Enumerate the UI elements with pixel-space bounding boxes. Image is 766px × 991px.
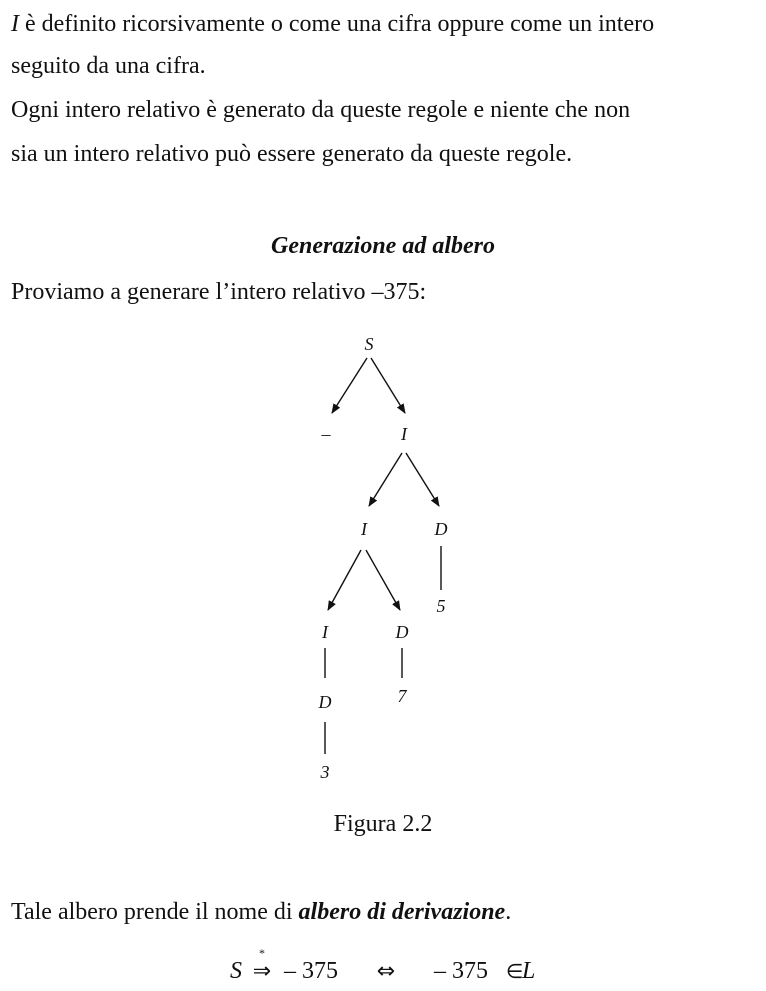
section-heading: Generazione ad albero [271, 233, 495, 259]
formula-member: ∈ [506, 959, 523, 983]
formula-derives-arrow: ⇒ [253, 959, 271, 984]
paragraph2-line2: sia un intero relativo può essere genera… [11, 141, 573, 167]
variable-I: I [11, 11, 19, 37]
derivation-tree-diagram: S – I I D I D 5 7 D 3 [318, 334, 448, 782]
tree-node-I-level2: I [360, 519, 368, 539]
formula-iff: ⇔ [377, 959, 395, 984]
tree-arrow-I-to-D [405, 452, 440, 507]
tree-node-I-level1: I [400, 424, 408, 444]
tree-arrow-I2-to-I3 [327, 549, 362, 611]
tree-node-root-S: S [365, 334, 374, 354]
tree-arrow-I2-to-D [365, 549, 401, 611]
paragraph1-line1: I è definito ricorsivamente o come una c… [11, 10, 654, 38]
formula-language: L [521, 958, 535, 984]
tree-node-D-level2: D [434, 519, 448, 539]
formula-expression: – 375 [283, 958, 338, 984]
tree-node-I-level3: I [321, 622, 329, 642]
closing-emphasis: albero di derivazione [298, 899, 506, 925]
tree-leaf-3: 3 [320, 762, 330, 782]
formula-star: * [259, 948, 265, 960]
formula-lhs: S [230, 958, 242, 984]
tree-node-minus: – [321, 424, 332, 444]
intro-text: Proviamo a generare l’intero relativo –3… [11, 279, 427, 305]
paragraph2-line1: Ogni intero relativo è generato da quest… [11, 97, 631, 123]
paragraph1-line1-text: è definito ricorsivamente o come una cif… [19, 11, 655, 37]
figure-caption: Figura 2.2 [333, 811, 433, 837]
closing-sentence: Tale albero prende il nome di albero di … [11, 898, 511, 926]
closing-text-after: . [505, 899, 512, 925]
closing-text-before: Tale albero prende il nome di [11, 899, 299, 925]
derivation-formula: S * ⇒ – 375 ⇔ – 375 ∈ L [230, 948, 535, 984]
paragraph1-line2: seguito da una cifra. [11, 53, 206, 79]
tree-leaf-7: 7 [398, 686, 408, 706]
formula-rhs-value: – 375 [433, 958, 488, 984]
tree-node-D-level4: D [318, 692, 332, 712]
tree-leaf-5: 5 [437, 596, 446, 616]
tree-node-D-level3: D [395, 622, 409, 642]
tree-arrow-S-to-minus [331, 357, 368, 414]
tree-arrow-S-to-I [370, 357, 406, 414]
tree-arrow-I-to-I [368, 452, 403, 507]
